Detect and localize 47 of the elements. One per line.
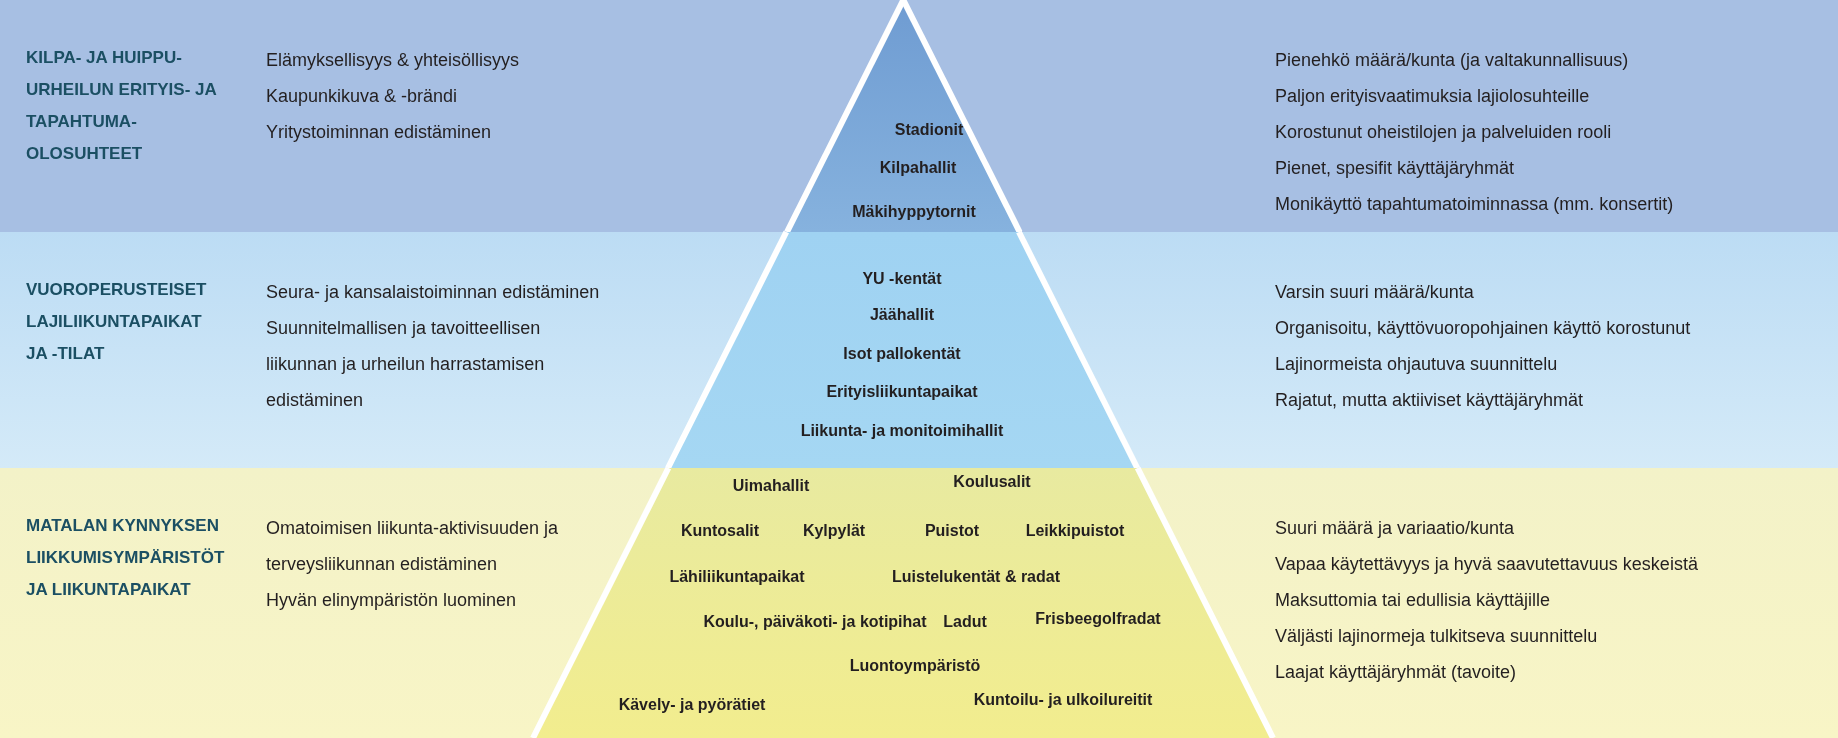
characteristic-text: Paljon erityisvaatimuksia lajiolosuhteille [1275, 85, 1591, 108]
tier-heading: KILPA- JA HUIPPU- URHEILUN ERITYIS- JA TAPAHTUMA- OLOSUHTEET [26, 47, 218, 165]
facility-label: Kilpahallit [879, 158, 957, 178]
benefit-text: Suunnitelmallisen ja tavoitteellisen liikunnan ja urheilun harrastamisen edistäminen [266, 317, 546, 412]
characteristic-text: Lajinormeista ohjautuva suunnittelu [1275, 353, 1559, 376]
facility-label: Ladut [943, 612, 987, 632]
facility-label: Luontoympäristö [849, 656, 981, 676]
characteristic-text: Suuri määrä ja variaatio/kunta [1275, 517, 1516, 540]
facility-label: YU -kentät [862, 269, 942, 289]
facility-label: Kuntoilu- ja ulkoilureitit [973, 690, 1153, 710]
benefit-text: Omatoimisen liikunta-aktivisuuden ja terveysliikunnan edistäminen [266, 517, 560, 576]
facility-label: Frisbeegolfradat [1035, 609, 1161, 629]
facility-label: Kävely- ja pyörätiet [618, 695, 766, 715]
facility-label: Leikkipuistot [1025, 521, 1125, 541]
facility-label: Luistelukentät & radat [892, 567, 1060, 587]
benefit-text: Kaupunkikuva & -brändi [266, 85, 459, 108]
facility-label: Koulu-, päiväkoti- ja kotipihat [703, 612, 927, 632]
characteristic-text: Varsin suuri määrä/kunta [1275, 281, 1475, 304]
facility-label: Uimahallit [732, 476, 810, 496]
benefit-text: Elämyksellisyys & yhteisöllisyys [266, 49, 521, 72]
characteristic-text: Korostunut oheistilojen ja palveluiden rooli [1275, 121, 1613, 144]
characteristic-text: Väljästi lajinormeja tulkitseva suunnittelu [1275, 625, 1599, 648]
characteristic-text: Monikäyttö tapahtumatoiminnassa (mm. konsertit) [1275, 193, 1675, 216]
tier-band [0, 0, 1838, 232]
facility-label: Kuntosalit [680, 521, 760, 541]
tier-heading: VUOROPERUSTEISET LAJILIIKUNTAPAIKAT JA -TILAT [26, 279, 208, 365]
characteristic-text: Rajatut, mutta aktiiviset käyttäjäryhmät [1275, 389, 1585, 412]
characteristic-text: Maksuttomia tai edullisia käyttäjille [1275, 589, 1552, 612]
benefit-text: Yritystoiminnan edistäminen [266, 121, 493, 144]
facility-label: Erityisliikuntapaikat [826, 382, 978, 402]
facility-label: Jäähallit [869, 305, 934, 325]
benefit-text: Seura- ja kansalaistoiminnan edistäminen [266, 281, 601, 304]
benefit-text: Hyvän elinympäristön luominen [266, 589, 518, 612]
facility-label: Mäkihyppytornit [852, 202, 976, 222]
facility-label: Puistot [924, 521, 980, 541]
characteristic-text: Pienehkö määrä/kunta (ja valtakunnallisuus) [1275, 49, 1630, 72]
characteristic-text: Pienet, spesifit käyttäjäryhmät [1275, 157, 1516, 180]
facility-label: Stadionit [894, 120, 964, 140]
facility-label: Liikunta- ja monitoimihallit [800, 421, 1004, 441]
facility-label: Lähiliikuntapaikat [669, 567, 805, 587]
facility-label: Isot pallokentät [843, 344, 961, 364]
facility-label: Koulusalit [953, 472, 1031, 492]
tier-heading: MATALAN KYNNYKSEN LIIKKUMISYMPÄRISTÖT JA LIIKUNTAPAIKAT [26, 515, 226, 601]
facility-label: Kylpylät [802, 521, 866, 541]
characteristic-text: Laajat käyttäjäryhmät (tavoite) [1275, 661, 1518, 684]
characteristic-text: Organisoitu, käyttövuoropohjainen käyttö korostunut [1275, 317, 1692, 340]
characteristic-text: Vapaa käytettävyys ja hyvä saavutettavuus keskeistä [1275, 553, 1699, 576]
